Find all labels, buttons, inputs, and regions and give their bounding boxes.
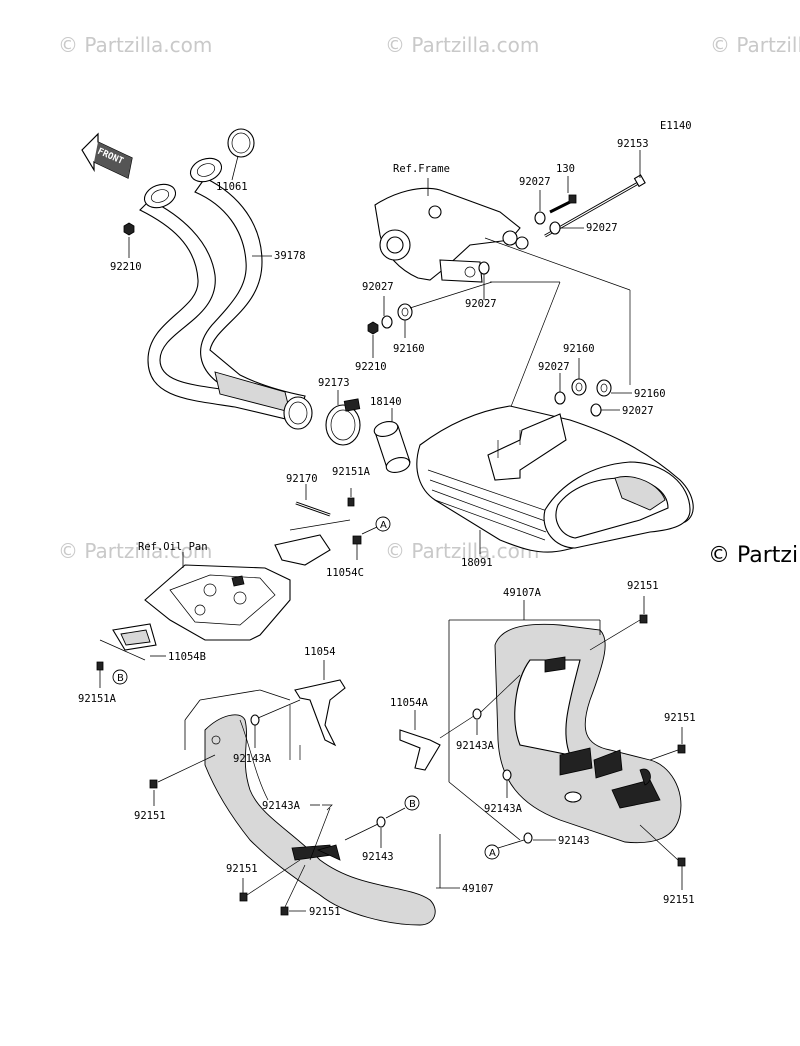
part-92027-f: 92027 bbox=[622, 405, 654, 417]
heat-shield-49107A bbox=[494, 623, 682, 844]
part-11054C: 11054C bbox=[326, 567, 364, 579]
part-130: 130 bbox=[556, 163, 575, 175]
watermark-large: © Partzilla.com bbox=[708, 543, 800, 568]
part-92143-b: 92143 bbox=[362, 851, 394, 863]
watermark: © Partzilla.com bbox=[710, 33, 800, 57]
callout-b bbox=[112, 669, 128, 685]
part-92027-d: 92027 bbox=[362, 281, 394, 293]
part-92151-d: 92151 bbox=[134, 810, 166, 822]
part-92160-b: 92160 bbox=[563, 343, 595, 355]
header-pipe bbox=[139, 157, 313, 430]
part-92151A-b: 92151A bbox=[78, 693, 117, 705]
clamp-92173 bbox=[325, 398, 361, 446]
part-92153: 92153 bbox=[617, 138, 649, 150]
heat-shield-49107 bbox=[204, 714, 436, 926]
part-49107: 49107 bbox=[462, 883, 494, 895]
front-arrow-icon: FRONT bbox=[81, 132, 133, 179]
part-92027-a: 92027 bbox=[519, 176, 551, 188]
part-11054A: 11054A bbox=[390, 697, 429, 709]
muffler-18091 bbox=[416, 405, 694, 553]
washer bbox=[534, 211, 546, 225]
bolt-92153 bbox=[544, 174, 646, 238]
part-92143-a: 92143 bbox=[558, 835, 590, 847]
part-11061: 11061 bbox=[216, 181, 248, 193]
washer bbox=[549, 221, 561, 235]
part-11054: 11054 bbox=[304, 646, 336, 658]
part-92151A-a: 92151A bbox=[332, 466, 371, 478]
frame-bracket bbox=[374, 187, 529, 283]
part-92210-a: 92210 bbox=[110, 261, 142, 273]
ref-oil-pan: Ref.Oil Pan bbox=[138, 541, 208, 553]
part-92151-a: 92151 bbox=[627, 580, 659, 592]
part-18091: 18091 bbox=[461, 557, 493, 569]
part-92160-a: 92160 bbox=[393, 343, 425, 355]
part-11054B: 11054B bbox=[168, 651, 206, 663]
ref-frame: Ref.Frame bbox=[393, 163, 450, 175]
part-92160-c: 92160 bbox=[634, 388, 666, 400]
part-92151-e: 92151 bbox=[226, 863, 258, 875]
grommet bbox=[397, 303, 413, 321]
callout-b bbox=[404, 795, 420, 811]
bracket-11054A bbox=[399, 729, 441, 771]
part-92027-b: 92027 bbox=[586, 222, 618, 234]
sleeve-18140 bbox=[373, 421, 411, 473]
part-39178: 39178 bbox=[274, 250, 306, 262]
part-92170: 92170 bbox=[286, 473, 318, 485]
callout-b-label: B bbox=[409, 799, 416, 810]
watermarks: © Partzilla.com © Partzilla.com © Partzi… bbox=[58, 33, 800, 568]
part-92143A-c: 92143A bbox=[233, 753, 272, 765]
bracket-11054 bbox=[294, 679, 346, 747]
callout-a-label: A bbox=[380, 520, 387, 531]
part-92173: 92173 bbox=[318, 377, 350, 389]
watermark: © Partzilla.com bbox=[58, 539, 212, 563]
bracket-11054C bbox=[274, 534, 331, 566]
callout-a bbox=[484, 844, 500, 860]
part-92143A-d: 92143A bbox=[262, 800, 301, 812]
watermark: © Partzilla.com bbox=[58, 33, 212, 57]
part-18140: 18140 bbox=[370, 396, 402, 408]
part-92151-f: 92151 bbox=[309, 906, 341, 918]
part-92027-c: 92027 bbox=[465, 298, 497, 310]
bolt-130 bbox=[549, 194, 577, 214]
part-92151-b: 92151 bbox=[664, 712, 696, 724]
part-92027-e: 92027 bbox=[538, 361, 570, 373]
nut-92210 bbox=[123, 222, 135, 236]
part-92143A-b: 92143A bbox=[484, 803, 523, 815]
callout-b-label: B bbox=[117, 673, 124, 684]
oil-pan bbox=[144, 564, 291, 641]
part-92151-c: 92151 bbox=[663, 894, 695, 906]
watermark: © Partzilla.com bbox=[385, 33, 539, 57]
part-92143A-a: 92143A bbox=[456, 740, 495, 752]
callout-a-label: A bbox=[489, 848, 496, 859]
part-49107A: 49107A bbox=[503, 587, 542, 599]
diagram-code: E1140 bbox=[660, 120, 692, 132]
part-92210-b: 92210 bbox=[355, 361, 387, 373]
callout-a bbox=[375, 516, 391, 532]
